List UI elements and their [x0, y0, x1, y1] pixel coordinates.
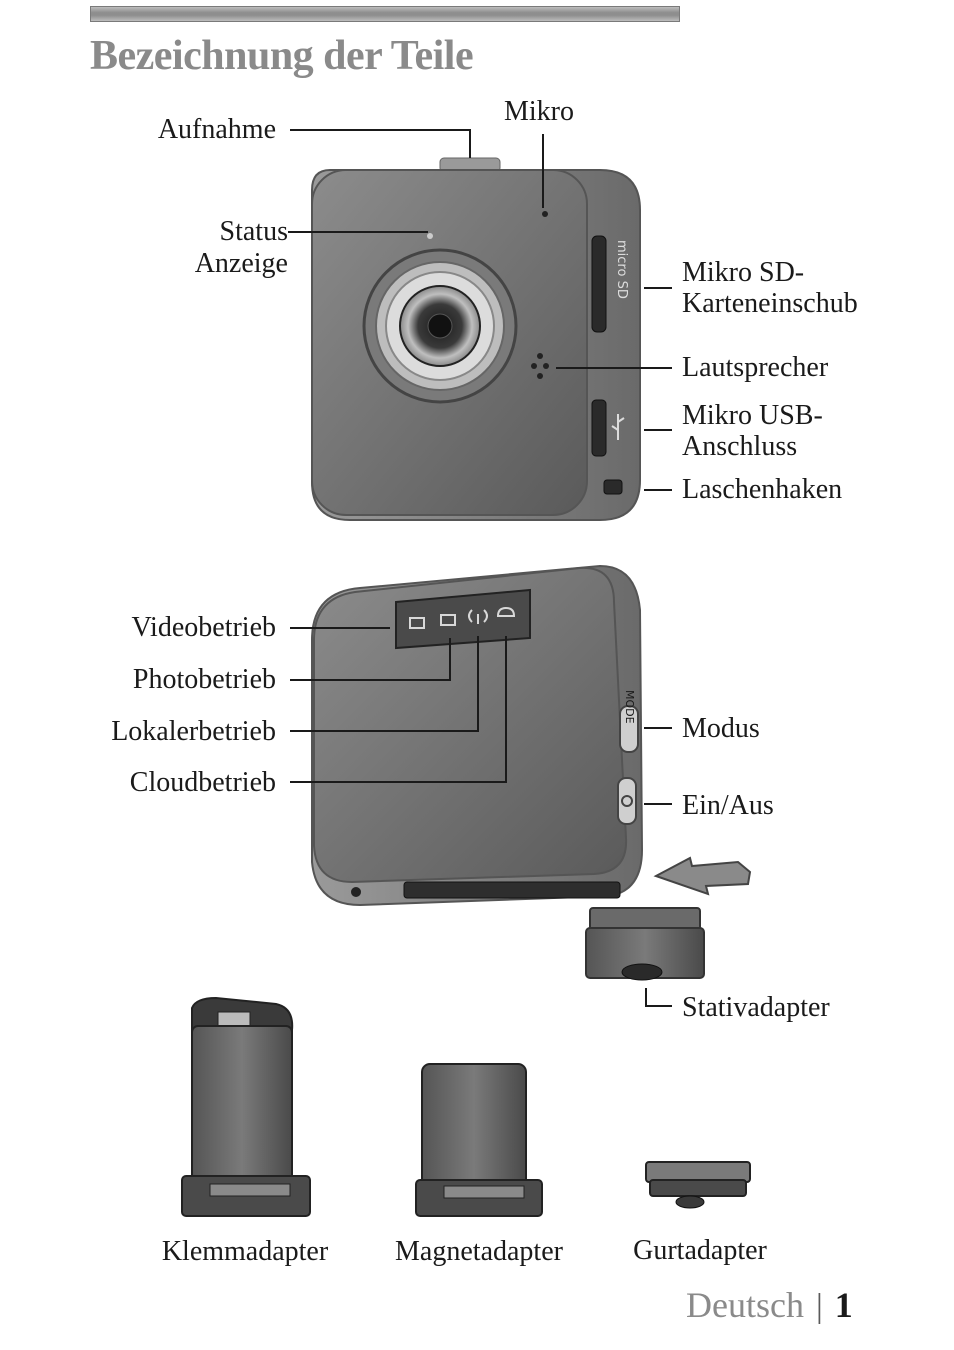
strap-adapter	[645, 1161, 751, 1209]
usb-icon	[611, 414, 625, 440]
label-usb-line2: Anschluss	[682, 431, 798, 462]
label-sd-line2: Karteneinschub	[682, 288, 858, 319]
label-status-line2: Anzeige	[194, 248, 288, 279]
label-stativadapter: Stativadapter	[682, 992, 830, 1023]
page-footer: Deutsch | 1	[686, 1284, 853, 1326]
leader-lines-front	[288, 129, 672, 491]
label-status-line1: Status	[219, 216, 288, 247]
label-sd-line1: Mikro SD-	[682, 257, 805, 288]
mic-hole	[542, 211, 548, 217]
label-klemmadapter: Klemmadapter	[161, 1236, 329, 1267]
status-led	[427, 233, 433, 239]
label-lautsprecher: Lautsprecher	[682, 352, 829, 383]
mode-button	[619, 705, 639, 753]
label-videobetrieb: Videobetrieb	[131, 612, 276, 643]
camera-back-face	[313, 566, 628, 884]
label-photobetrieb: Photobetrieb	[132, 664, 276, 695]
bottom-slot	[403, 881, 621, 899]
usb-port	[591, 399, 607, 457]
sd-slot-text: micro SD	[614, 240, 629, 299]
magnet-adapter	[415, 1063, 543, 1217]
camera-back-view: MODE	[311, 564, 644, 907]
label-usb-line1: Mikro USB-	[682, 400, 823, 431]
mode-button-text: MODE	[623, 690, 636, 724]
footer-separator: |	[815, 1288, 823, 1325]
photo-mode-icon	[440, 614, 456, 626]
label-einaus: Ein/Aus	[682, 790, 774, 821]
leader-lines-back	[290, 627, 672, 1007]
clip-adapter	[181, 996, 311, 1217]
lanyard-hook	[603, 479, 623, 495]
label-cloudbetrieb: Cloudbetrieb	[129, 767, 276, 798]
top-rule	[90, 6, 680, 22]
indicator-panel	[395, 588, 531, 650]
video-mode-icon	[409, 617, 425, 629]
label-magnetadapter: Magnetadapter	[395, 1236, 563, 1267]
page-title: Bezeichnung der Teile	[90, 33, 474, 79]
label-aufnahme: Aufnahme	[157, 114, 276, 145]
page-number: 1	[834, 1285, 853, 1325]
local-mode-icon	[468, 609, 488, 624]
power-button	[617, 777, 637, 825]
label-laschenhaken: Laschenhaken	[682, 474, 843, 505]
tripod-adapter	[585, 907, 705, 981]
power-icon	[621, 795, 633, 807]
label-lokalerbetrieb: Lokalerbetrieb	[111, 716, 276, 747]
label-modus: Modus	[682, 713, 760, 744]
speaker-holes	[531, 353, 549, 379]
sd-slot	[591, 235, 607, 333]
label-gurtadapter: Gurtadapter	[633, 1235, 767, 1266]
insert-arrow-icon	[653, 856, 752, 896]
camera-front-view: micro SD	[311, 157, 641, 521]
label-mikro: Mikro	[504, 96, 574, 127]
cloud-mode-icon	[496, 606, 516, 617]
footer-language: Deutsch	[686, 1285, 804, 1325]
